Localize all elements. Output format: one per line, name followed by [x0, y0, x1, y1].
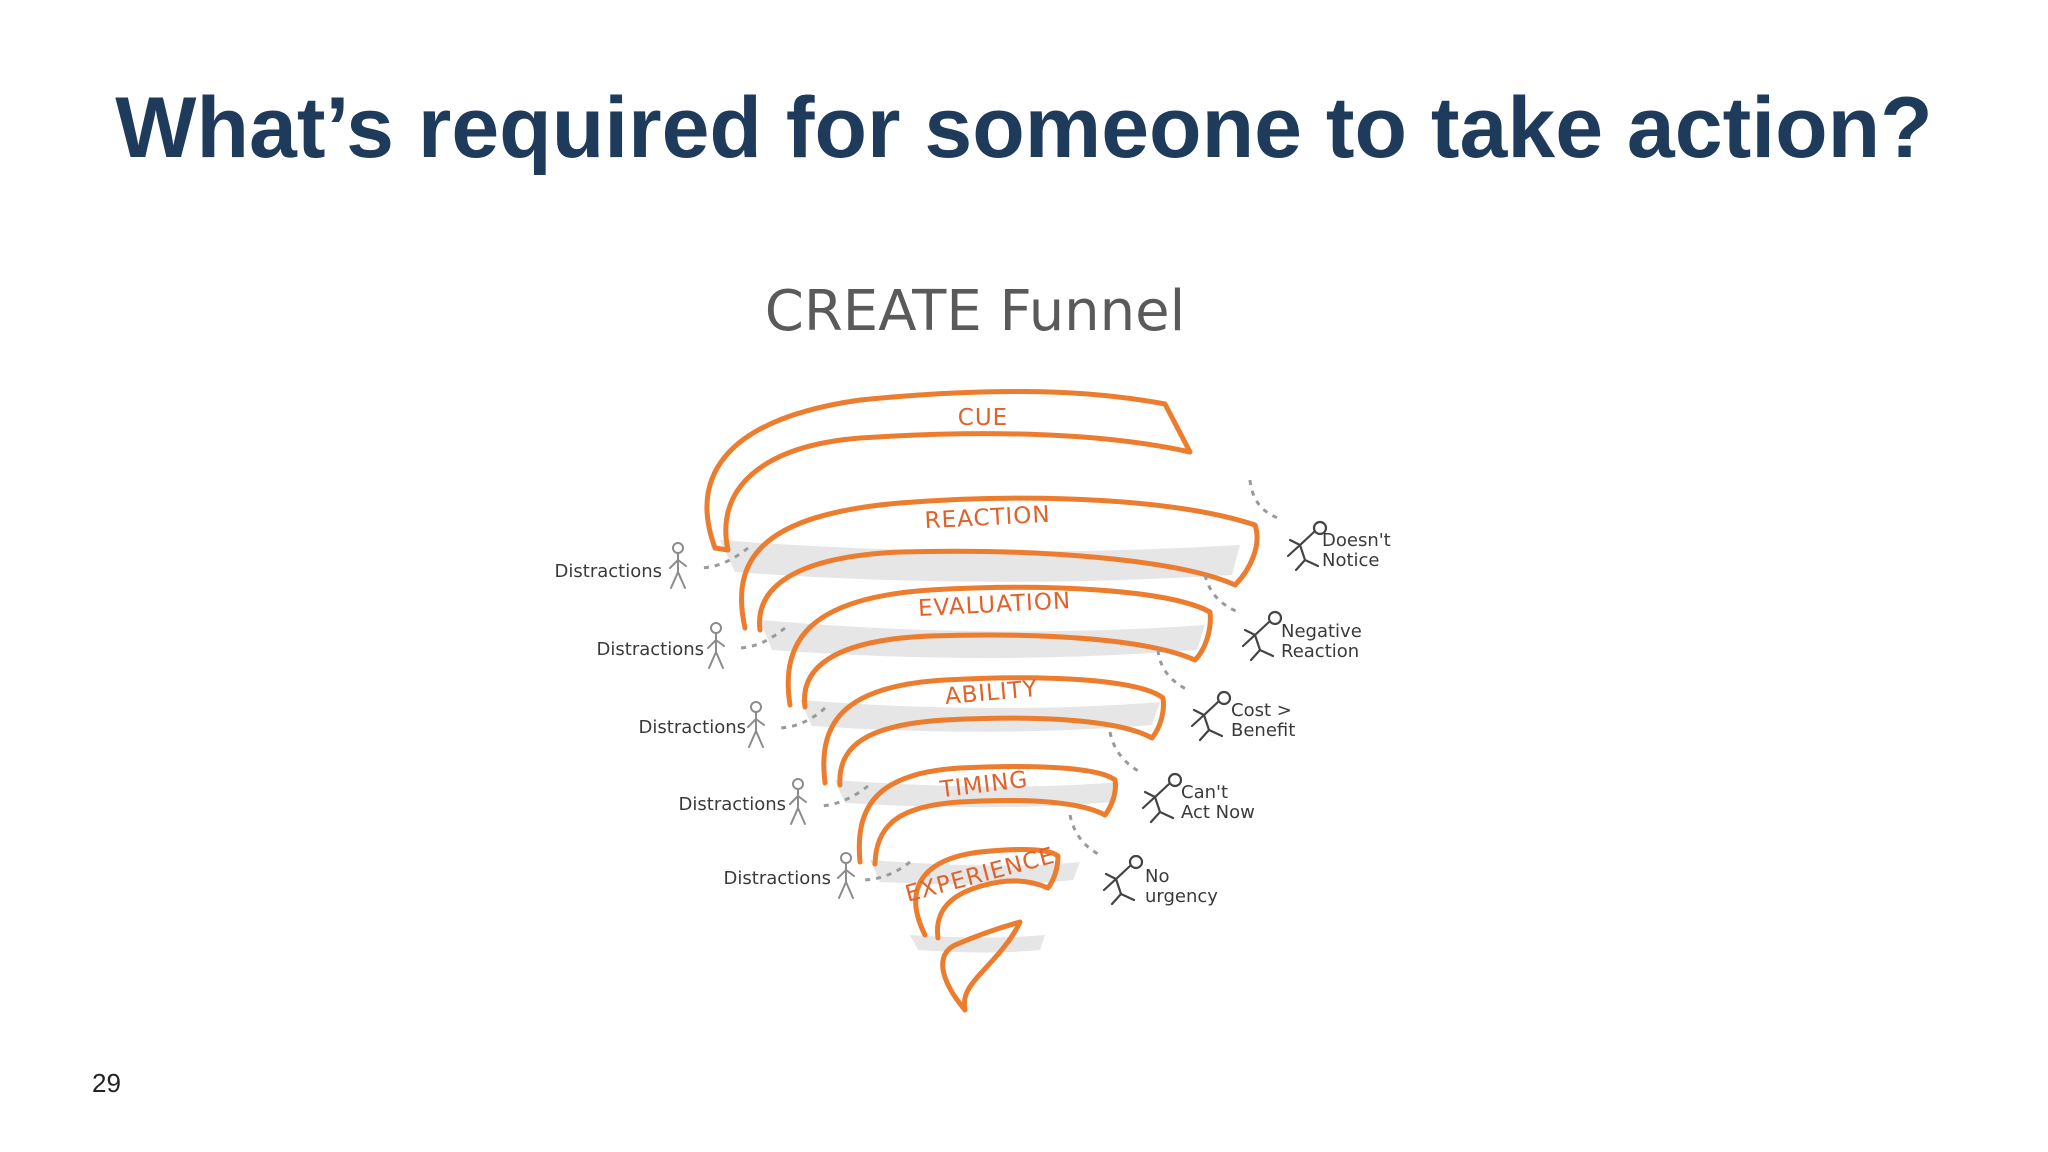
stage-label-reaction: REACTION: [924, 502, 1051, 535]
distractions-label-2: Distractions: [597, 639, 704, 660]
walking-person-icon: [789, 778, 807, 825]
distractions-label-3: Distractions: [639, 717, 746, 738]
left-distractions: Distractions Distractions Distractions D…: [555, 542, 911, 899]
dropoff-label-1-line1: Doesn't: [1322, 530, 1391, 551]
funnel-shadows: [720, 540, 1240, 953]
kicking-person-icon: [1141, 772, 1183, 824]
right-dropoffs: Doesn't Notice Negative Reaction Cost > …: [1068, 479, 1391, 907]
dropoff-label-2-line2: Reaction: [1281, 641, 1359, 662]
dropoff-label-5-line1: No: [1145, 866, 1169, 887]
distractions-label-1: Distractions: [555, 561, 662, 582]
dropoff-label-3-line2: Benefit: [1231, 720, 1295, 741]
walking-person-icon: [707, 622, 725, 669]
dropoff-label-1-line2: Notice: [1322, 550, 1380, 571]
kicking-person-icon: [1241, 610, 1283, 662]
dropoff-label-5-line2: urgency: [1145, 886, 1218, 907]
stage-label-cue: CUE: [958, 405, 1008, 431]
diagram-heading: CREATE Funnel: [765, 279, 1185, 344]
kicking-person-icon: [1102, 854, 1144, 906]
funnel-ribbons: [704, 388, 1260, 1013]
distractions-label-5: Distractions: [724, 868, 831, 889]
page-number: 29: [92, 1068, 121, 1098]
kicking-person-icon: [1286, 520, 1328, 572]
stage-label-evaluation: EVALUATION: [917, 588, 1071, 622]
dropoff-label-4-line1: Can't: [1181, 782, 1228, 803]
dropoff-label-4-line2: Act Now: [1181, 802, 1255, 823]
walking-person-icon: [747, 701, 765, 748]
dropoff-label-2-line1: Negative: [1281, 621, 1362, 642]
kicking-person-icon: [1190, 690, 1232, 742]
dropoff-label-3-line1: Cost >: [1231, 700, 1292, 721]
walking-person-icon: [669, 542, 687, 589]
slide-title: What’s required for someone to take acti…: [115, 80, 1933, 176]
distractions-label-4: Distractions: [679, 794, 786, 815]
walking-person-icon: [837, 852, 855, 899]
